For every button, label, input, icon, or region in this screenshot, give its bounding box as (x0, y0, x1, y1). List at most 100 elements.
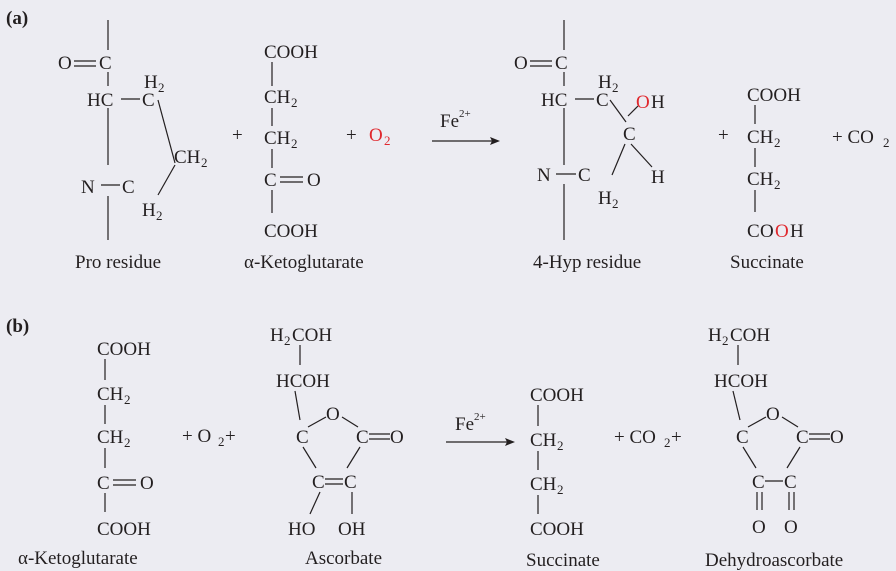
hyp-c-right-h: H (651, 167, 665, 188)
akg-a-ch2-2-sub: 2 (291, 136, 298, 151)
dehydroascorbate-structure: H 2 COH HCOH C O C O C C O O Dehydroasco… (705, 325, 844, 571)
succ-a-cooh-top: COOH (747, 85, 801, 106)
dha-label: Dehydroascorbate (705, 550, 843, 571)
hyp-h2-bottom-h: H (598, 188, 612, 209)
catalyst-a-charge: 2+ (459, 108, 471, 120)
akg-a-ch2-1-sub: 2 (291, 95, 298, 110)
succ-b-cooh-bottom: COOH (530, 519, 584, 540)
dha-c-right: C (796, 427, 809, 448)
hyp-carbonyl-c: C (555, 53, 568, 74)
o2-a-sub: 2 (384, 133, 391, 148)
asc-h2coh-h: H (270, 325, 284, 346)
hyp-h2-top-sub: 2 (612, 80, 619, 95)
pro-ch2-right-sub: 2 (201, 155, 208, 170)
hyp-h2-top-h: H (598, 72, 612, 93)
panel-b-label: (b) (6, 316, 29, 337)
akg-structure-b: COOH CH 2 CH 2 C O COOH α-Ketoglutarate (18, 339, 154, 569)
co2-a: + CO (832, 127, 874, 148)
dha-c-bottom-right: C (784, 472, 797, 493)
dha-c-bottom-left: C (752, 472, 765, 493)
hyp-c-top: C (596, 90, 609, 111)
hyp-c-bottom: C (578, 165, 591, 186)
dha-h2coh-sub: 2 (722, 333, 729, 348)
co2-b: + CO (614, 427, 656, 448)
panel-a-label: (a) (6, 8, 28, 29)
pro-c-bottom: C (122, 177, 135, 198)
hyp-residue-label: 4-Hyp residue (533, 252, 641, 273)
ascorbate-structure: H 2 COH HCOH C O C O C C HO OH Ascorbate (270, 325, 404, 569)
pro-carbonyl-c: C (99, 53, 112, 74)
plus-a2: + (346, 125, 357, 146)
succ-a-co: C (747, 221, 760, 242)
succ-a-ch2-1: CH (747, 127, 774, 148)
akg-a-cooh-top: COOH (264, 42, 318, 63)
pro-c-top: C (142, 90, 155, 111)
dha-hcoh: HCOH (714, 371, 768, 392)
succ-b-cooh-top: COOH (530, 385, 584, 406)
co2-a-sub: 2 (883, 135, 890, 150)
pro-n: N (81, 177, 95, 198)
asc-hcoh: HCOH (276, 371, 330, 392)
catalyst-a: Fe (440, 111, 459, 132)
plus-a1: + (232, 125, 243, 146)
reaction-arrow-b: Fe 2+ (446, 411, 515, 446)
succ-b-ch2-2: CH (530, 474, 557, 495)
akg-b-ch2-2: CH (97, 427, 124, 448)
hyp-c-right: C (623, 124, 636, 145)
dha-h2coh-h: H (708, 325, 722, 346)
asc-c-eq-right: C (344, 472, 357, 493)
succ-a-h: H (790, 221, 804, 242)
akg-b-cooh-top: COOH (97, 339, 151, 360)
succinate-structure-a: COOH CH 2 CH 2 C O O H Succinate (730, 85, 804, 273)
plus-a3: + (718, 125, 729, 146)
dha-h2coh-rest: COH (730, 325, 770, 346)
akg-b-keto-o: O (140, 473, 154, 494)
co2-b-plus: + (671, 427, 682, 448)
succ-b-label: Succinate (526, 550, 600, 571)
reaction-arrow-a: Fe 2+ (432, 108, 500, 145)
dha-carbonyl-o: O (830, 427, 844, 448)
o2-b: + O (182, 426, 211, 447)
pro-residue-structure: O C H 2 HC C CH 2 N C H 2 Pro residue (58, 20, 208, 273)
pro-h2-top-sub: 2 (158, 80, 165, 95)
asc-c-eq-left: C (312, 472, 325, 493)
pro-residue-label: Pro residue (75, 252, 161, 273)
catalyst-b-charge: 2+ (474, 411, 486, 423)
akg-a-ch2-2: CH (264, 128, 291, 149)
succ-b-ch2-2-sub: 2 (557, 482, 564, 497)
akg-b-ch2-2-sub: 2 (124, 435, 131, 450)
succinate-structure-b: COOH CH 2 CH 2 COOH Succinate (526, 385, 600, 571)
succ-b-ch2-1: CH (530, 430, 557, 451)
akg-b-cooh-bottom: COOH (97, 519, 151, 540)
hyp-residue-structure: O C H 2 HC C O H C H N C H 2 4-Hyp resid… (514, 20, 665, 273)
succ-b-ch2-1-sub: 2 (557, 438, 564, 453)
catalyst-b: Fe (455, 414, 474, 435)
akg-a-ch2-1: CH (264, 87, 291, 108)
dha-ring-o: O (766, 404, 780, 425)
hyp-oh-o: O (636, 92, 650, 113)
akg-a-keto-o: O (307, 170, 321, 191)
hyp-h2-bottom-sub: 2 (612, 196, 619, 211)
akg-structure-a: COOH CH 2 CH 2 C O COOH α-Ketoglutarate (244, 42, 364, 273)
pro-hc: HC (87, 90, 113, 111)
asc-oh: OH (338, 519, 366, 540)
asc-ring-o: O (326, 404, 340, 425)
pro-o: O (58, 53, 72, 74)
dha-keto-o-left: O (752, 517, 766, 538)
pro-h2-bottom-h: H (142, 200, 156, 221)
dha-c-left: C (736, 427, 749, 448)
asc-c-left: C (296, 427, 309, 448)
succ-a-ch2-2: CH (747, 169, 774, 190)
succ-a-co-o: O (760, 221, 774, 242)
asc-h2coh-sub: 2 (284, 333, 291, 348)
hyp-oh-h: H (651, 92, 665, 113)
asc-ho: HO (288, 519, 315, 540)
succ-a-ch2-2-sub: 2 (774, 177, 781, 192)
succ-a-red-o: O (775, 221, 789, 242)
dha-keto-o-right: O (784, 517, 798, 538)
co2-b-sub: 2 (664, 435, 671, 450)
hyp-hc: HC (541, 90, 567, 111)
asc-c-right: C (356, 427, 369, 448)
akg-a-cooh-bottom: COOH (264, 221, 318, 242)
